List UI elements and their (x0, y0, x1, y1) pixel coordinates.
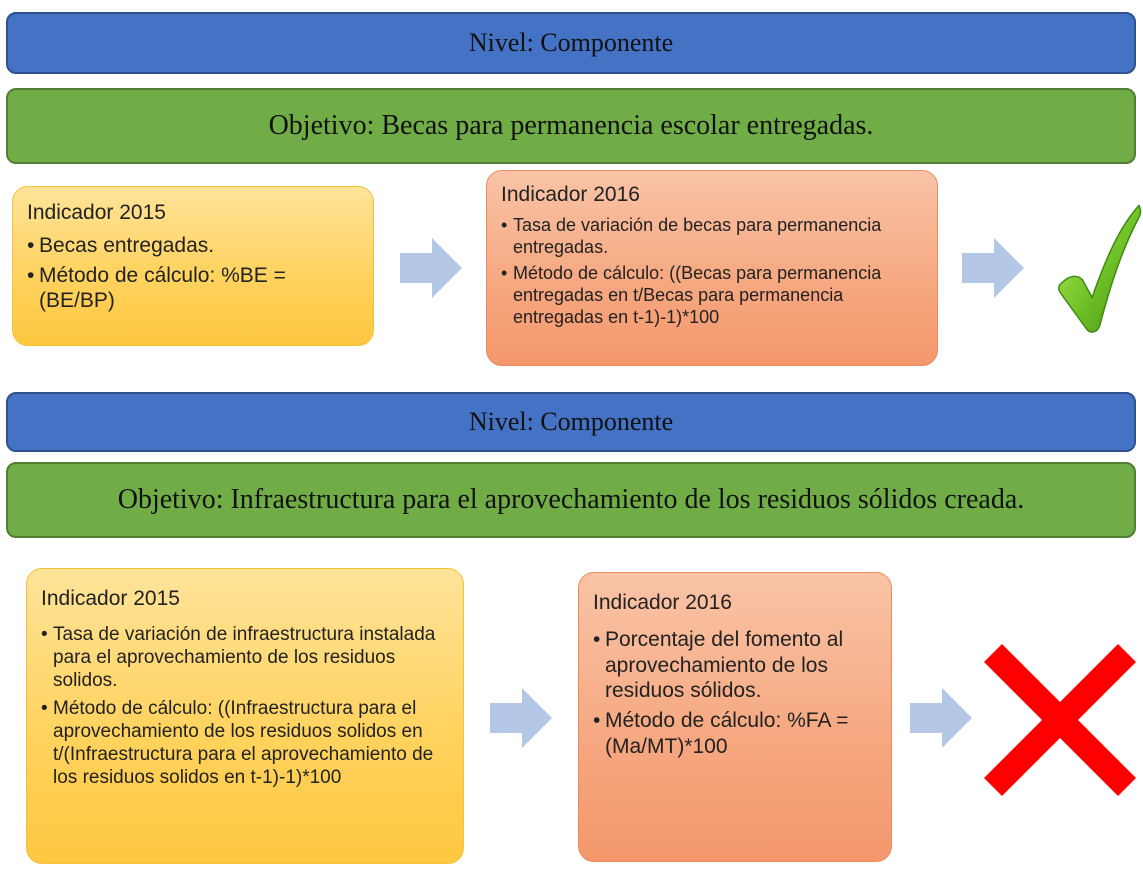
bullet-item: Método de cálculo: ((Becas para permanen… (501, 263, 921, 329)
card-title: Indicador 2016 (593, 591, 732, 614)
card-title: Indicador 2016 (501, 183, 640, 206)
bullet-item: Tasa de variación de becas para permanen… (501, 215, 921, 259)
objective-banner-1: Objetivo: Becas para permanencia escolar… (6, 88, 1136, 164)
objective-banner-2: Objetivo: Infraestructura para el aprove… (6, 462, 1136, 538)
arrow-right-icon (962, 238, 1024, 298)
card-title: Indicador 2015 (41, 587, 180, 610)
card-title: Indicador 2015 (27, 201, 166, 224)
bullet-item: Tasa de variación de infraestructura ins… (41, 623, 447, 693)
objective-label: Objetivo: Infraestructura para el aprove… (117, 484, 1025, 515)
arrow-right-icon (490, 688, 552, 748)
level-banner-2: Nivel: Componente (6, 392, 1136, 452)
arrow-right-icon (910, 688, 972, 748)
level-label: Nivel: Componente (468, 28, 674, 57)
objective-label: Objetivo: Becas para permanencia escolar… (268, 110, 874, 141)
level-label: Nivel: Componente (468, 407, 674, 436)
level-banner-1: Nivel: Componente (6, 12, 1136, 74)
indicator-2015-card-2: Indicador 2015 Tasa de variación de infr… (26, 568, 464, 864)
arrow-right-icon (400, 238, 462, 298)
indicator-2016-card-1: Indicador 2016 Tasa de variación de beca… (486, 170, 938, 366)
bullet-item: Método de cálculo: ((Infraestructura par… (41, 697, 447, 790)
bullet-item: Becas entregadas. (27, 233, 357, 259)
bullet-item: Porcentaje del fomento al aprovechamient… (593, 627, 875, 704)
bullet-item: Método de cálculo: %BE =(BE/BP) (27, 263, 357, 314)
indicator-2015-card-1: Indicador 2015 Becas entregadas. Método … (12, 186, 374, 346)
bullet-item: Método de cálculo: %FA = (Ma/MT)*100 (593, 708, 875, 759)
indicator-2016-card-2: Indicador 2016 Porcentaje del fomento al… (578, 572, 892, 862)
cross-icon (984, 644, 1136, 796)
checkmark-icon (1057, 204, 1142, 333)
